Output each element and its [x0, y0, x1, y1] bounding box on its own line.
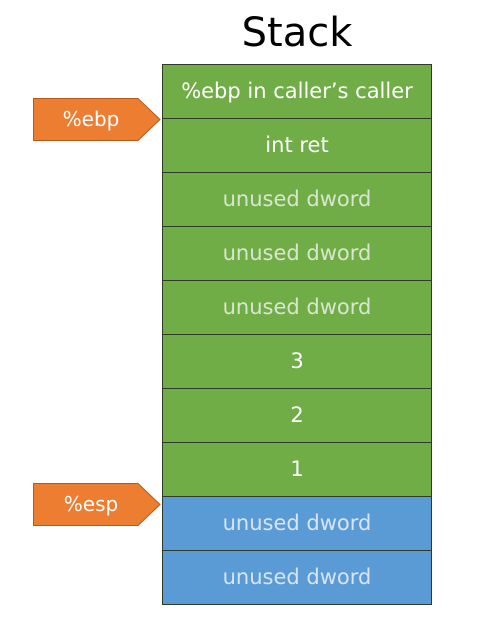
esp-pointer: %esp: [33, 483, 161, 526]
ebp-pointer: %ebp: [33, 98, 161, 141]
esp-pointer-label: %esp: [63, 492, 119, 516]
stack-cell: int ret: [162, 118, 432, 173]
stack-cell: unused dword: [162, 172, 432, 227]
ebp-pointer-label: %ebp: [62, 107, 120, 131]
esp-arrow-shape: [33, 483, 161, 526]
stack-cell: 3: [162, 334, 432, 389]
stack: %ebp in caller’s caller int ret unused d…: [162, 64, 432, 605]
stack-cell: %ebp in caller’s caller: [162, 64, 432, 119]
stack-title: Stack: [241, 10, 353, 56]
stack-cell: unused dword: [162, 496, 432, 551]
stack-cell: unused dword: [162, 550, 432, 605]
stack-cell: unused dword: [162, 226, 432, 281]
stack-cell: unused dword: [162, 280, 432, 335]
stack-cell: 1: [162, 442, 432, 497]
stack-cell: 2: [162, 388, 432, 443]
ebp-arrow-shape: [33, 98, 161, 141]
